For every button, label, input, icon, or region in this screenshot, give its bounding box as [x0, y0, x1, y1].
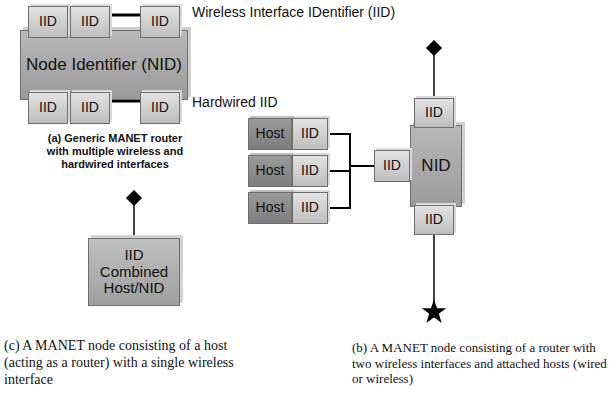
antenna-mast	[433, 235, 435, 304]
antenna-mast	[133, 205, 135, 238]
node-label: IID	[383, 158, 401, 173]
figure-caption: (b) A MANET node consisting of a router …	[352, 340, 608, 387]
interface-box: IID	[414, 98, 454, 128]
hardwired-iid-label: Hardwired IID	[192, 94, 352, 111]
host-box: Host	[248, 155, 292, 187]
interface-box: IID	[70, 6, 110, 38]
antenna-star	[424, 302, 444, 321]
antenna-diamond	[127, 191, 141, 205]
host-box: Host	[248, 118, 292, 150]
node-label: Host	[256, 126, 285, 141]
node-label: Host	[256, 163, 285, 178]
interface-box: IID	[292, 118, 328, 150]
node-label: IID	[301, 200, 319, 215]
node-label: NID	[421, 157, 450, 176]
node-label: IID	[81, 14, 99, 29]
interface-box: IID	[374, 150, 410, 182]
node-label: IID	[151, 100, 169, 115]
interface-link	[110, 14, 140, 17]
interface-link	[328, 134, 374, 166]
node-label: IID	[301, 163, 319, 178]
node-label: Host	[256, 200, 285, 215]
node-label: IID Combined Host/NID	[93, 247, 175, 297]
antenna-mast	[433, 55, 435, 98]
node-label: IID	[425, 105, 443, 120]
combined-node-box: IID Combined Host/NID	[88, 238, 180, 306]
node-label: IID	[39, 14, 57, 29]
node-label: IID	[301, 126, 319, 141]
node-label: Node Identifier (NID)	[26, 56, 182, 75]
interface-box: IID	[70, 92, 110, 124]
interface-box: IID	[28, 6, 68, 38]
figure-caption: (a) Generic MANET router with multiple w…	[40, 132, 190, 172]
node-identifier-box: NID	[410, 125, 462, 207]
interface-box: IID	[140, 6, 180, 38]
interface-box: IID	[140, 92, 180, 124]
node-identifier-box: Node Identifier (NID)	[20, 30, 188, 100]
node-label: IID	[425, 212, 443, 227]
interface-box: IID	[414, 205, 454, 235]
host-box: Host	[248, 192, 292, 224]
interface-box: IID	[292, 192, 328, 224]
node-label: IID	[81, 100, 99, 115]
interface-link	[328, 166, 374, 208]
node-label: IID	[151, 14, 169, 29]
wireless-iid-label: Wireless Interface IDentifier (IID)	[192, 4, 422, 21]
interface-box: IID	[28, 92, 68, 124]
figure-caption: (c) A MANET node consisting of a host (a…	[4, 338, 240, 388]
interface-box: IID	[292, 155, 328, 187]
antenna-diamond	[427, 41, 441, 55]
node-label: IID	[39, 100, 57, 115]
